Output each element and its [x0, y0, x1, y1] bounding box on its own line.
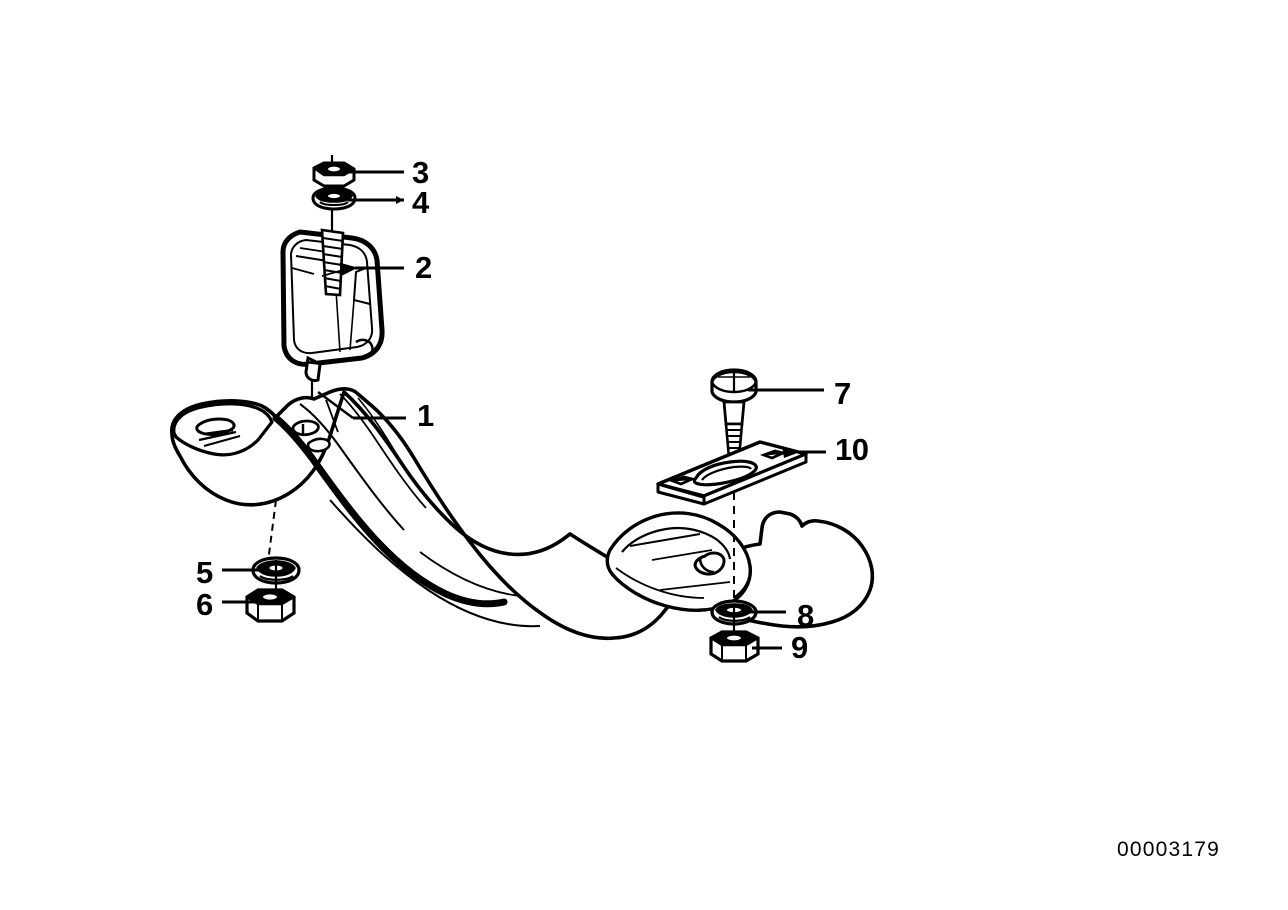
callout-label-6: 6: [196, 587, 213, 622]
leader-line-2: [321, 262, 404, 277]
leader-line-1: [317, 391, 406, 420]
diagram-id-number: 00003179: [1116, 838, 1220, 861]
part-7-hex-bolt: [710, 368, 758, 600]
part-4-lock-washer: [311, 186, 357, 211]
callout-label-5: 5: [196, 555, 213, 590]
callout-label-9: 9: [791, 630, 808, 665]
part-9-nut: [709, 630, 760, 663]
leader-line-6: [222, 599, 263, 605]
callout-label-4: 4: [412, 185, 429, 220]
callout-label-3: 3: [412, 155, 429, 190]
part-2-rubber-mount: [280, 155, 385, 398]
part-5-washer: [251, 499, 301, 592]
leader-line-10: [782, 446, 826, 458]
callout-label-8: 8: [797, 598, 814, 633]
callout-label-10: 10: [835, 432, 869, 467]
callout-label-7: 7: [834, 376, 851, 411]
part-8-washer: [710, 599, 758, 634]
part-6-nut: [245, 588, 296, 623]
leader-line-4: [348, 196, 404, 204]
callout-label-1: 1: [417, 398, 434, 433]
callout-label-2: 2: [415, 250, 432, 285]
part-10-mounting-plate: [656, 440, 808, 506]
part-1-crossmember: [170, 387, 875, 641]
part-3-hex-nut: [312, 161, 356, 188]
